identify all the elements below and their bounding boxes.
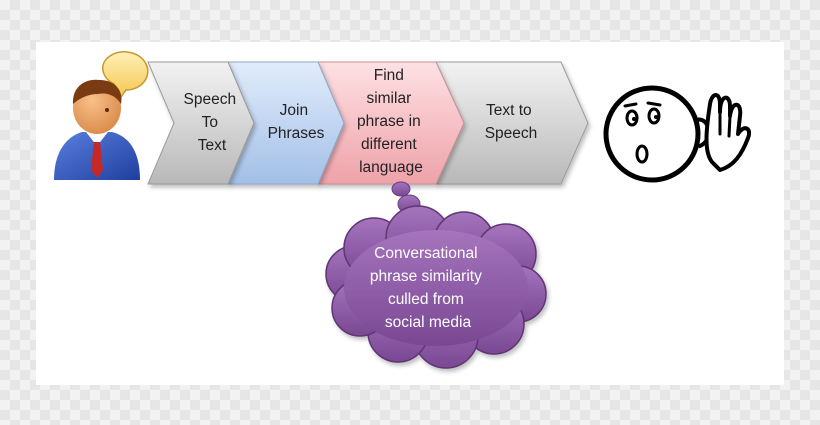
diagram-canvas: Speech To Text Join Phrases Find similar… — [36, 42, 784, 385]
step-2-label-line: Join — [280, 102, 308, 119]
step-4-label: Text to Speech — [485, 102, 538, 142]
step-4-label-line: Text to — [486, 102, 532, 119]
step-3-label-line: phrase in — [357, 113, 421, 130]
step-2-label: Join Phrases — [268, 102, 325, 142]
cloud-label-line: culled from — [388, 291, 464, 308]
thought-cloud — [325, 205, 547, 369]
step-2-label-line: Phrases — [268, 125, 325, 142]
cloud-label: Conversational phrase similarity culled … — [370, 245, 486, 331]
step-1-label-line: To — [202, 114, 218, 131]
businessman-speaking-icon — [54, 51, 149, 180]
cloud-label-line: social media — [385, 314, 472, 331]
cloud-label-line: phrase similarity — [370, 268, 482, 285]
step-3-label-line: Find — [374, 67, 404, 84]
step-3-label: Find similar phrase in different languag… — [357, 67, 425, 176]
pipeline-diagram: Speech To Text Join Phrases Find similar… — [54, 51, 751, 369]
step-3-label-line: similar — [366, 90, 411, 107]
step-3-label-line: language — [359, 159, 423, 176]
chevron-step-1 — [147, 61, 255, 185]
step-4-label-line: Speech — [485, 125, 538, 142]
listening-face-icon — [603, 85, 751, 183]
step-1-label: Speech To Text — [184, 91, 241, 154]
step-3-label-line: different — [361, 136, 417, 153]
step-1-label-line: Speech — [184, 91, 237, 108]
cloud-label-line: Conversational — [374, 245, 477, 262]
step-1-label-line: Text — [198, 137, 227, 154]
